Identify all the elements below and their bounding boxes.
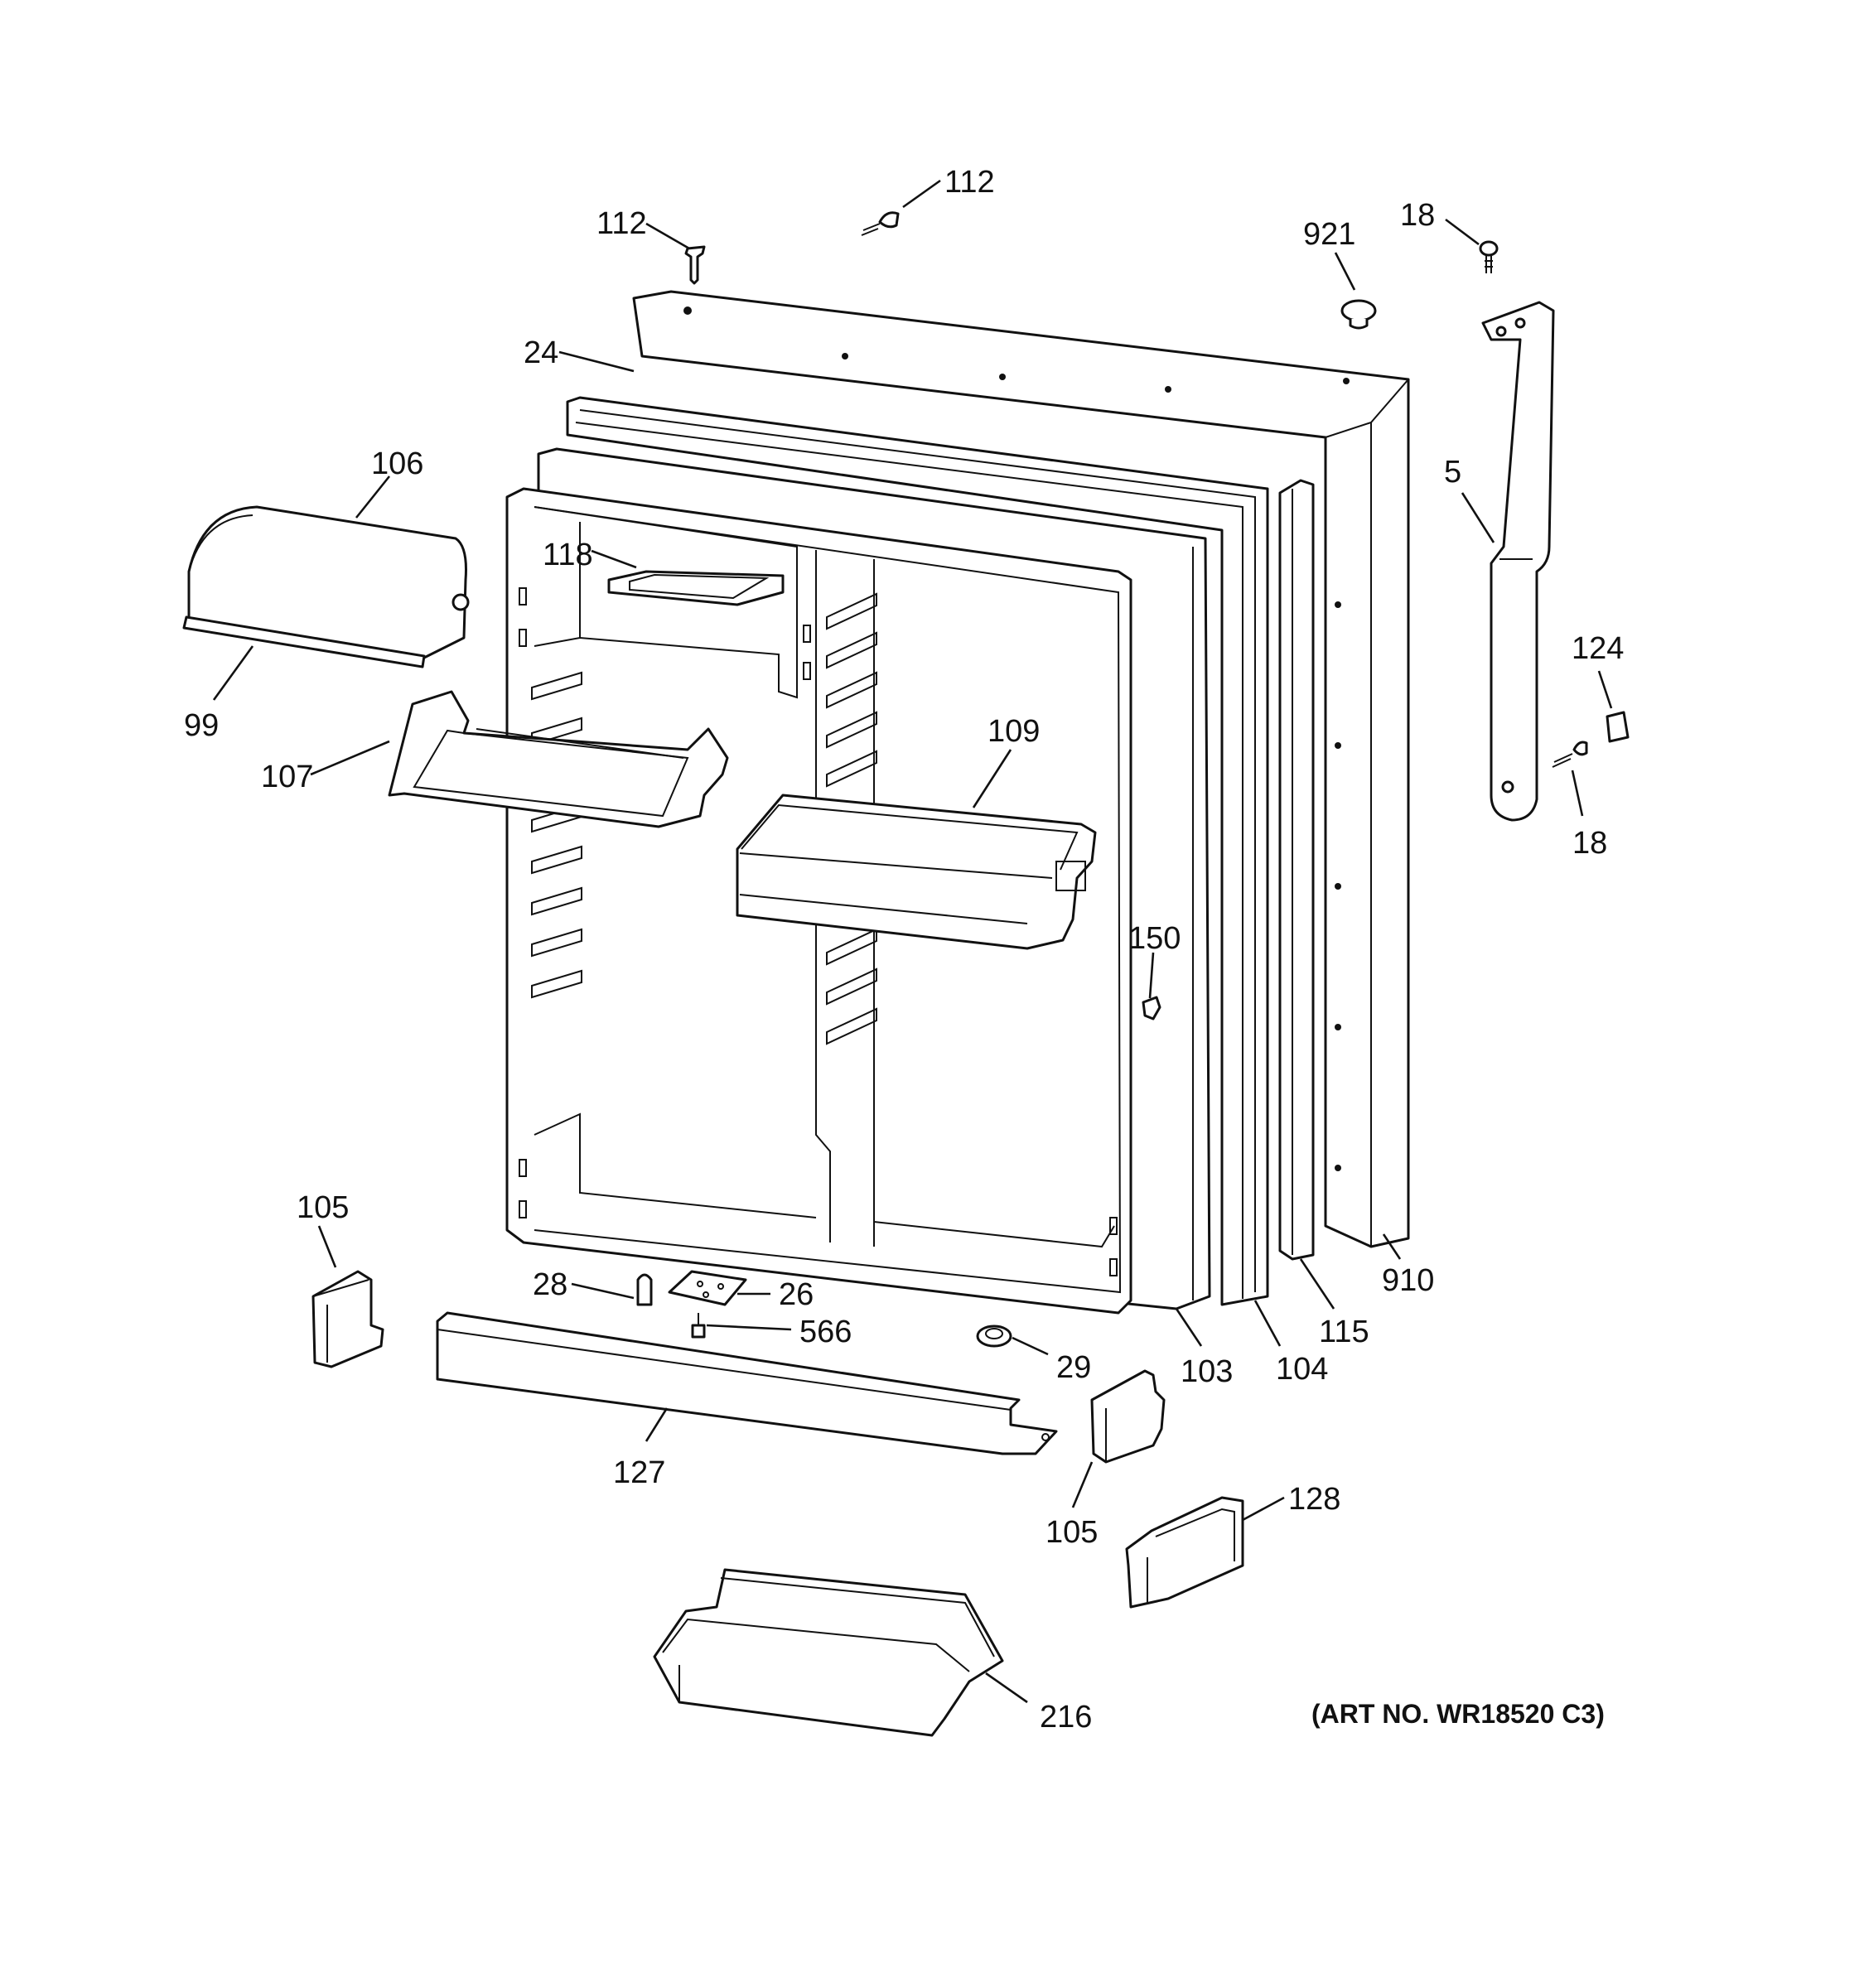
leader-lines bbox=[212, 179, 1613, 1704]
cap-105-left bbox=[311, 1270, 384, 1368]
label-18-lower: 18 bbox=[1572, 826, 1607, 861]
label-127: 127 bbox=[613, 1455, 665, 1490]
label-112: 112 bbox=[596, 206, 647, 241]
screw-18-lower bbox=[1552, 741, 1588, 768]
label-107: 107 bbox=[261, 760, 313, 794]
part-labels: 112 112 921 18 24 106 5 118 99 124 107 1… bbox=[184, 165, 1624, 1735]
label-24: 24 bbox=[524, 335, 558, 370]
cap-105-right bbox=[1090, 1369, 1166, 1464]
screw-112-top bbox=[861, 211, 900, 236]
label-26: 26 bbox=[779, 1277, 814, 1312]
clip-124 bbox=[1606, 711, 1630, 743]
label-910: 910 bbox=[1382, 1263, 1434, 1298]
screw-566 bbox=[691, 1313, 706, 1339]
label-103: 103 bbox=[1181, 1354, 1233, 1389]
pin-28 bbox=[636, 1273, 653, 1306]
label-105-right: 105 bbox=[1045, 1515, 1098, 1550]
label-118: 118 bbox=[543, 538, 593, 572]
label-124: 124 bbox=[1572, 631, 1624, 666]
breaker-strip bbox=[1278, 479, 1315, 1261]
label-99: 99 bbox=[184, 708, 219, 743]
door-gasket bbox=[566, 396, 1269, 1306]
label-112-top: 112 bbox=[944, 165, 995, 200]
label-150: 150 bbox=[1128, 921, 1181, 956]
label-29: 29 bbox=[1056, 1350, 1091, 1385]
cap-128 bbox=[1125, 1496, 1244, 1609]
dairy-door-106 bbox=[182, 505, 470, 668]
label-104: 104 bbox=[1276, 1352, 1328, 1387]
label-566: 566 bbox=[799, 1315, 852, 1349]
label-115: 115 bbox=[1319, 1315, 1369, 1349]
art-number: (ART NO. WR18520 C3) bbox=[1311, 1699, 1605, 1729]
label-106: 106 bbox=[371, 446, 423, 481]
plate-26 bbox=[668, 1270, 747, 1306]
label-921: 921 bbox=[1303, 217, 1355, 252]
label-105-left: 105 bbox=[297, 1190, 349, 1225]
label-216: 216 bbox=[1040, 1700, 1092, 1735]
bottom-trim-127 bbox=[436, 1311, 1058, 1455]
label-28: 28 bbox=[533, 1267, 567, 1302]
door-bin-109 bbox=[736, 794, 1097, 950]
outer-door-panel bbox=[632, 290, 1410, 1248]
label-128: 128 bbox=[1288, 1482, 1340, 1517]
plug-921 bbox=[1340, 299, 1377, 330]
handle-bracket-5 bbox=[1481, 301, 1555, 822]
grommet-29 bbox=[976, 1325, 1012, 1348]
label-18-top: 18 bbox=[1400, 198, 1435, 233]
screw-150 bbox=[1142, 996, 1161, 1021]
door-shelf-107 bbox=[388, 690, 729, 828]
dairy-shelf-118 bbox=[607, 570, 785, 606]
screw-18-top bbox=[1479, 240, 1499, 273]
door-bin-216 bbox=[653, 1568, 1004, 1737]
label-5: 5 bbox=[1444, 455, 1461, 490]
label-109: 109 bbox=[988, 714, 1040, 749]
screw-112-left bbox=[684, 245, 706, 285]
